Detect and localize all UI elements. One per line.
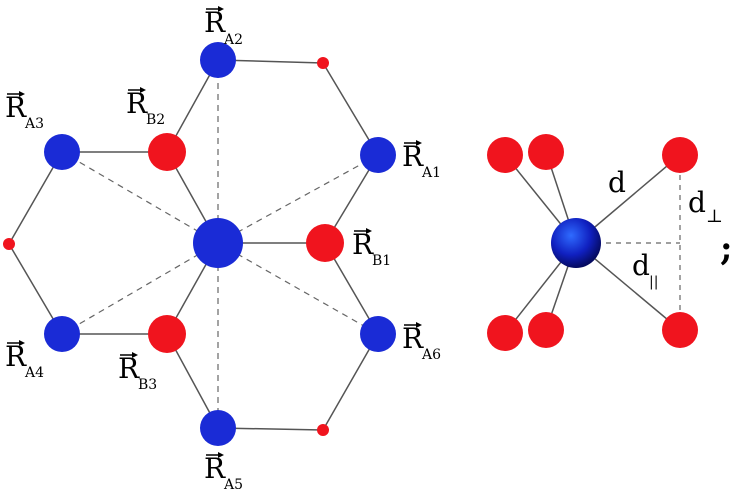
atom-b: [528, 312, 564, 348]
vector-arrow-icon: [404, 140, 422, 146]
label-r-b1: R B1: [352, 228, 391, 269]
vector-arrow-icon: [206, 452, 224, 458]
label-main: R: [204, 452, 226, 485]
label-sub: A1: [421, 165, 441, 181]
atom-a6: [360, 316, 396, 352]
label-main: R: [402, 140, 424, 173]
bond: [322, 333, 379, 431]
atom-b-small: [317, 57, 329, 69]
distance-diagram: d d ⊥ d ||: [487, 134, 723, 351]
atom-b: [662, 137, 698, 173]
label-main: R: [126, 87, 148, 120]
label-sub: A5: [223, 477, 243, 493]
label-sub: B2: [146, 112, 165, 128]
label-d-perp: d ⊥: [688, 186, 723, 227]
label-sub: A2: [223, 32, 243, 48]
label-main: R: [118, 352, 140, 385]
vector-arrow-icon: [128, 87, 146, 93]
label-r-a4: R A4: [5, 340, 44, 381]
diagram-labels: d d ⊥ d ||: [608, 166, 723, 290]
dashed-line: [61, 242, 219, 335]
label-main: R: [352, 228, 374, 261]
label-r-a2: R A2: [204, 6, 243, 48]
atom-a4: [44, 316, 80, 352]
label-main: R: [402, 322, 424, 355]
honeycomb-lattice: R A2 R B2 R A3 R A1 R B1 R A4: [3, 6, 441, 493]
label-main: R: [5, 91, 27, 124]
atom-b: [487, 137, 523, 173]
label-r-b3: R B3: [118, 352, 157, 393]
label-main: R: [5, 340, 27, 373]
dashed-line: [217, 242, 379, 335]
label-r-a6: R A6: [402, 322, 441, 363]
atom-b: [662, 312, 698, 348]
atoms: [3, 42, 396, 446]
vector-arrow-icon: [354, 228, 372, 234]
vector-arrows: [7, 6, 422, 458]
atom-a5: [200, 410, 236, 446]
label-sub: A3: [24, 116, 44, 132]
vector-arrow-icon: [7, 340, 25, 346]
atom-a3: [44, 134, 80, 170]
vector-arrow-icon: [7, 91, 25, 97]
atom-a1: [360, 137, 396, 173]
vector-arrow-icon: [206, 6, 224, 12]
label-d-par: d ||: [632, 249, 658, 290]
atom-center-shaded: [551, 218, 601, 268]
label-r-a5: R A5: [204, 452, 243, 493]
vector-arrow-icon: [404, 322, 422, 328]
atom-b1: [306, 224, 344, 262]
label-r-a3: R A3: [5, 91, 44, 132]
label-r-a1: R A1: [402, 140, 441, 181]
label-sub: B3: [138, 377, 157, 393]
atom-a2: [200, 42, 236, 78]
atom-b: [528, 134, 564, 170]
label-sub: ⊥: [706, 206, 723, 227]
lattice-labels: R A2 R B2 R A3 R A1 R B1 R A4: [5, 6, 441, 493]
separator-semicolon: ;: [720, 229, 733, 269]
diagram-dashed: [576, 155, 681, 330]
label-sub: A4: [24, 365, 44, 381]
label-r-b2: R B2: [126, 87, 165, 128]
label-sub: ||: [649, 274, 658, 290]
atom-b-small: [3, 238, 15, 250]
label-sub: A6: [421, 347, 441, 363]
label-sub: B1: [372, 253, 391, 269]
atom-center: [193, 218, 243, 268]
vector-arrow-icon: [120, 352, 138, 358]
atom-b: [487, 315, 523, 351]
dashed-line: [217, 154, 379, 244]
label-main: R: [204, 6, 226, 39]
diagram-atoms: [487, 134, 698, 351]
label-d: d: [608, 166, 626, 199]
label-main: d: [688, 186, 706, 219]
atom-b-small: [317, 424, 329, 436]
atom-b3: [148, 315, 186, 353]
label-main: d: [632, 249, 650, 282]
atom-b2: [148, 133, 186, 171]
dashed-lines: [61, 60, 379, 428]
dashed-line: [61, 151, 219, 244]
